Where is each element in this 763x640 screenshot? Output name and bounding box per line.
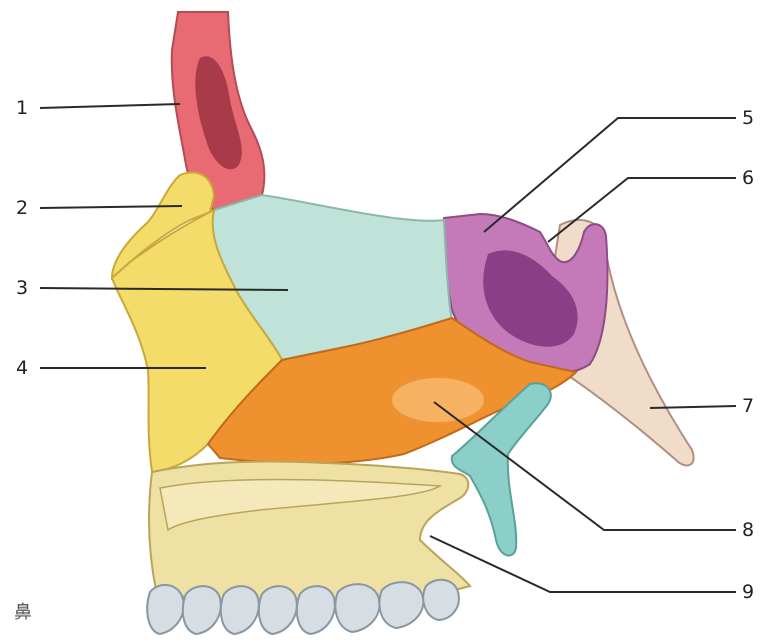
label-6: 6 — [742, 167, 754, 189]
corner-mark: 鼻 — [14, 602, 32, 623]
label-3: 3 — [16, 277, 28, 299]
vomer-highlight — [392, 378, 484, 422]
label-5: 5 — [742, 107, 754, 129]
leader-line-1 — [40, 104, 180, 108]
leader-line-9 — [430, 536, 736, 592]
label-1: 1 — [16, 97, 28, 119]
label-4: 4 — [16, 357, 28, 379]
label-2: 2 — [16, 197, 28, 219]
label-7: 7 — [742, 395, 754, 417]
label-8: 8 — [742, 519, 754, 541]
label-9: 9 — [742, 581, 754, 603]
leader-line-5 — [484, 118, 736, 232]
